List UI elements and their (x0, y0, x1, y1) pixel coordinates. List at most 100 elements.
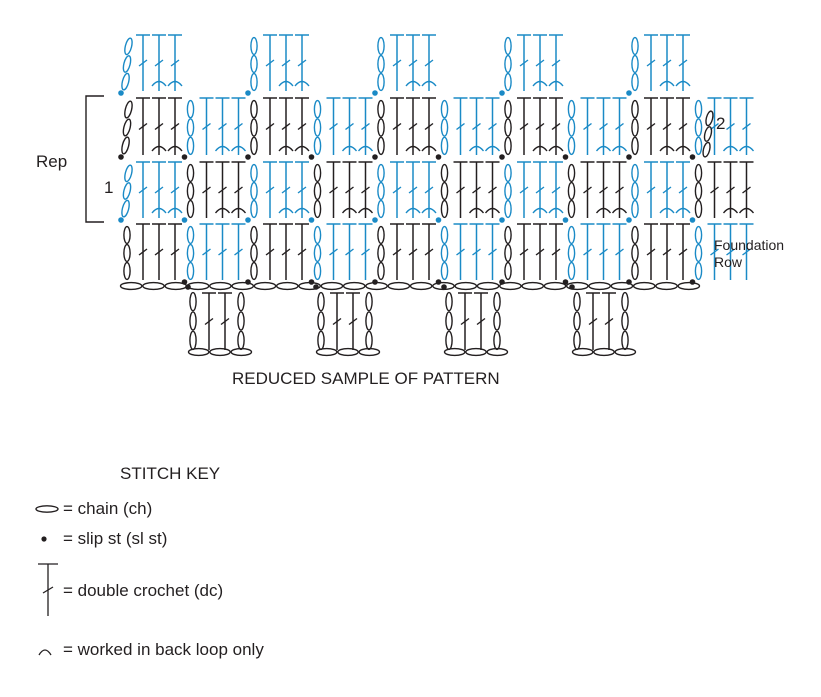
dc-stitch (406, 97, 420, 155)
slip-stitch (308, 217, 315, 223)
foundation-chain (571, 347, 637, 357)
dc-stitch (136, 161, 150, 218)
dc-stitch (152, 161, 166, 218)
turning-chain (504, 99, 512, 156)
turning-chain (567, 225, 576, 281)
turning-chain (317, 291, 325, 351)
dc-stitch (215, 97, 230, 155)
dc-stitch (168, 34, 182, 91)
turning-chain (504, 36, 512, 92)
dc-stitch (231, 161, 246, 218)
dc-stitch (152, 223, 166, 280)
dc-stitch (612, 161, 627, 218)
slip-stitch (435, 217, 442, 223)
dc-stitch (549, 161, 563, 218)
crochet-chart (85, 34, 755, 357)
dc-stitch (469, 161, 484, 218)
turning-chain (694, 163, 703, 219)
dc-stitch (295, 34, 309, 91)
dc-stitch (644, 34, 658, 91)
turning-chain (313, 225, 322, 281)
slip-stitch (118, 217, 124, 223)
back-loop-mark (278, 80, 294, 87)
dc-stitch (358, 97, 373, 155)
dc-stitch (533, 34, 547, 91)
slip-stitch (562, 217, 569, 223)
slip-stitch (499, 217, 505, 223)
slip-stitch (313, 284, 319, 290)
dc-stitch (596, 97, 611, 155)
turning-chain (504, 163, 512, 219)
turning-chain (377, 99, 385, 156)
back-loop-mark (294, 207, 310, 214)
dc-stitch (723, 97, 738, 155)
turning-chain (250, 36, 258, 92)
dc-stitch (739, 161, 754, 218)
slip-stitch (435, 154, 442, 160)
back-loop-mark (659, 80, 675, 87)
back-loop-mark (230, 145, 247, 152)
foundation-chain (315, 347, 381, 357)
back-loop-mark (548, 80, 564, 87)
dc-stitch (612, 97, 627, 155)
turning-chain (121, 164, 133, 218)
dc-stitch (676, 223, 690, 280)
slip-stitch (118, 90, 124, 96)
turning-chain (186, 99, 195, 156)
turning-chain (313, 99, 322, 156)
dc-stitch (263, 34, 277, 91)
back-loop-mark (167, 145, 183, 152)
dc-stitch (660, 97, 674, 155)
turning-chain (493, 291, 501, 351)
back-loop-mark (405, 207, 421, 214)
dc-stitch (517, 97, 531, 155)
foundation-row-label: Foundation Row (714, 237, 785, 270)
dc-stitch (199, 97, 214, 155)
back-loop-mark (405, 145, 421, 152)
dc-stitch (517, 161, 531, 218)
key-item-double-crochet: = double crochet (dc) (30, 560, 430, 620)
dc-stitch (596, 223, 611, 280)
dc-stitch (218, 292, 232, 350)
dc-stitch (263, 161, 277, 218)
back-loop-mark (214, 207, 231, 214)
turning-chain (694, 99, 703, 156)
dc-stitch (549, 97, 563, 155)
dc-stitch (422, 223, 436, 280)
back-loop-mark (722, 207, 739, 214)
slip-stitch (569, 284, 575, 290)
dc-stitch (199, 223, 214, 280)
key-item-back-loop: = worked in back loop only (30, 636, 430, 666)
dc-stitch (168, 161, 182, 218)
dc-stitch (346, 292, 360, 350)
key-item-slip-stitch: = slip st (sl st) (30, 525, 430, 555)
slip-stitch (626, 154, 632, 160)
dc-stitch (485, 161, 500, 218)
dc-stitch (602, 292, 616, 350)
key-item-double-crochet-text: = double crochet (dc) (63, 581, 224, 600)
turning-chain (365, 291, 373, 351)
dc-stitch (390, 34, 404, 91)
dc-stitch (596, 161, 611, 218)
back-loop-mark (151, 207, 167, 214)
back-loop-mark (341, 207, 358, 214)
dc-stitch (390, 161, 404, 218)
back-loop-mark (357, 145, 374, 152)
dc-stitch (202, 292, 216, 350)
back-loop-mark (595, 145, 612, 152)
slip-stitch (308, 154, 315, 160)
back-loop-mark (548, 207, 564, 214)
dc-stitch (707, 161, 722, 218)
back-loop-mark (722, 145, 739, 152)
turning-chain (694, 225, 703, 281)
back-loop-mark (294, 80, 310, 87)
dc-stitch (406, 34, 420, 91)
back-loop-mark (532, 145, 548, 152)
turning-chain (123, 225, 131, 281)
stitch-key-title: STITCH KEY (120, 464, 221, 483)
back-loop-mark (294, 145, 310, 152)
turning-chain (567, 163, 576, 219)
back-loop-mark (421, 80, 437, 87)
turning-chain (186, 225, 195, 281)
dc-stitch (358, 223, 373, 280)
